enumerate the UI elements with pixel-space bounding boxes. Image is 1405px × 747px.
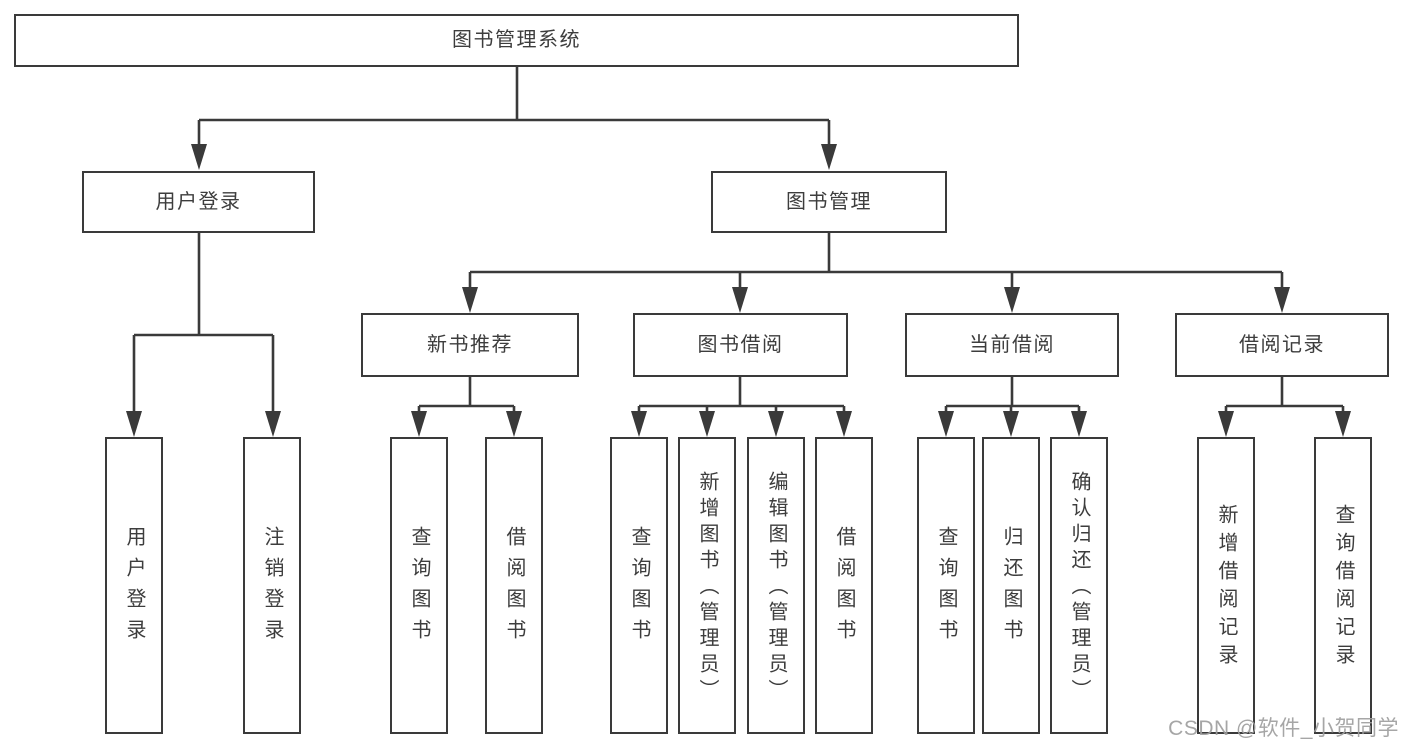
arrow-icon — [821, 144, 837, 170]
arrow-icon — [1274, 287, 1290, 313]
node-library-system: 图书管理系统 — [14, 14, 1019, 67]
arrow-icon — [265, 411, 281, 437]
leaf-confirm-return-admin: 确认归还（管理员） — [1050, 437, 1108, 734]
leaf-user-login: 用户登录 — [105, 437, 163, 734]
arrow-icon — [732, 287, 748, 313]
leaf-logout-login: 注销登录 — [243, 437, 301, 734]
leaf-add-borrow-record: 新增借阅记录 — [1197, 437, 1255, 734]
arrow-icon — [506, 411, 522, 437]
leaf-query-books-recommend: 查询图书 — [390, 437, 448, 734]
leaf-query-borrow-record: 查询借阅记录 — [1314, 437, 1372, 734]
arrow-icon — [1004, 287, 1020, 313]
leaf-query-books-current: 查询图书 — [917, 437, 975, 734]
leaf-borrow-books-recommend: 借阅图书 — [485, 437, 543, 734]
node-book-borrow: 图书借阅 — [633, 313, 848, 377]
arrow-icon — [699, 411, 715, 437]
leaf-borrow-books: 借阅图书 — [815, 437, 873, 734]
arrow-icon — [836, 411, 852, 437]
arrow-icon — [768, 411, 784, 437]
node-current-borrow: 当前借阅 — [905, 313, 1119, 377]
arrow-icon — [462, 287, 478, 313]
node-user-login: 用户登录 — [82, 171, 315, 233]
node-new-book-recommend: 新书推荐 — [361, 313, 579, 377]
leaf-query-books-borrow: 查询图书 — [610, 437, 668, 734]
node-book-management: 图书管理 — [711, 171, 947, 233]
arrow-icon — [1071, 411, 1087, 437]
arrow-icon — [1218, 411, 1234, 437]
arrow-icon — [1003, 411, 1019, 437]
arrow-icon — [191, 144, 207, 170]
arrow-icon — [938, 411, 954, 437]
leaf-return-books: 归还图书 — [982, 437, 1040, 734]
arrow-icon — [411, 411, 427, 437]
leaf-edit-books-admin: 编辑图书（管理员） — [747, 437, 805, 734]
arrow-icon — [126, 411, 142, 437]
arrow-icon — [631, 411, 647, 437]
arrow-icon — [1335, 411, 1351, 437]
node-borrow-records: 借阅记录 — [1175, 313, 1389, 377]
leaf-add-books-admin: 新增图书（管理员） — [678, 437, 736, 734]
arrowheads — [126, 144, 1351, 437]
